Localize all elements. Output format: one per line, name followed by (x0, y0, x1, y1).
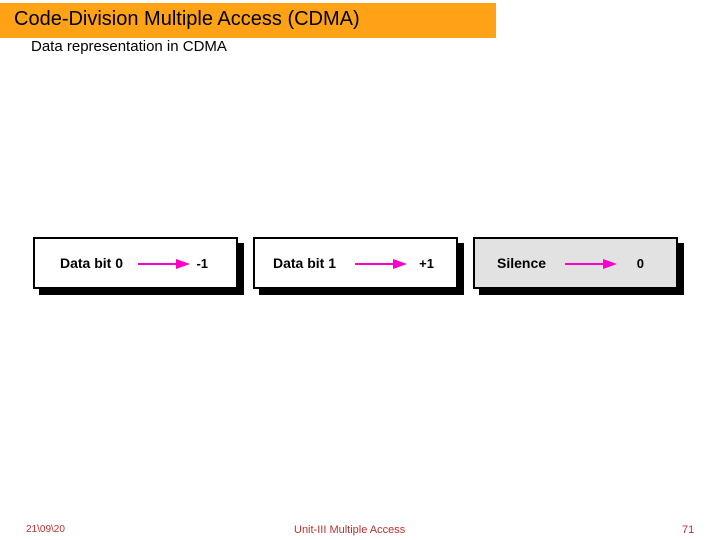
data-bit-0-box: Data bit 0 -1 (33, 237, 238, 289)
silence-label: Silence (497, 255, 547, 271)
slide-title-bar (0, 3, 496, 38)
silence-value: 0 (636, 255, 644, 271)
arrow-right-icon (355, 257, 407, 269)
data-bit-0-value: -1 (196, 255, 208, 271)
data-bit-1-label: Data bit 1 (273, 255, 337, 271)
footer-date: 21\09\20 (26, 524, 65, 535)
slide-subtitle: Data representation in CDMA (31, 38, 227, 55)
footer-subject: Unit-III Multiple Access (294, 524, 406, 536)
data-bit-1-box: Data bit 1 +1 (253, 237, 458, 289)
cdma-data-representation-figure: Data bit 0 -1 Data bit 1 +1 Silence 0 (0, 225, 720, 305)
data-bit-0-label: Data bit 0 (60, 255, 124, 271)
silence-box: Silence 0 (473, 237, 678, 289)
data-bit-1-value: +1 (419, 255, 434, 271)
footer-page-number: 71 (682, 524, 695, 536)
arrow-right-icon (138, 257, 190, 269)
page-title: Code-Division Multiple Access (CDMA) (14, 8, 360, 30)
arrow-right-icon (565, 257, 617, 269)
